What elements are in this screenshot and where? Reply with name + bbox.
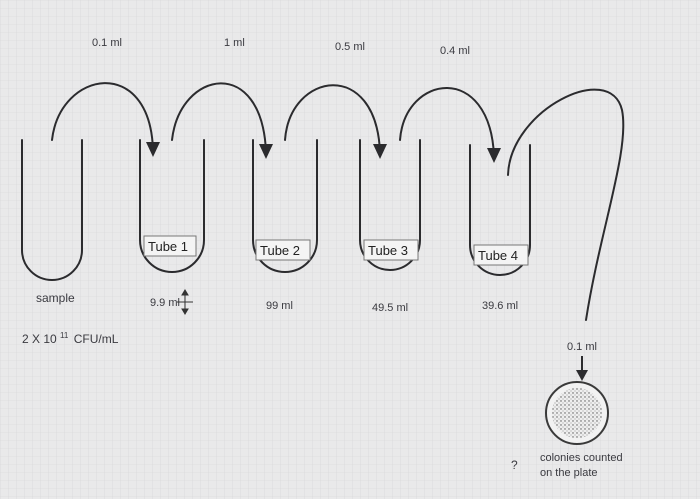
plate-transfer-label: 0.1 ml	[567, 341, 597, 353]
transfer-arc-1	[51, 82, 154, 151]
tube-1-label-box	[143, 235, 197, 257]
tube-1-label: Tube 1	[148, 239, 188, 254]
arrowhead-tube4	[487, 148, 501, 163]
transfer-label-3: 0.5 ml	[335, 41, 365, 53]
tube-4-volume: 39.6 ml	[482, 300, 518, 312]
tube-2-label-box	[255, 239, 311, 261]
colonies	[552, 388, 602, 438]
tube-2	[252, 139, 318, 273]
transfer-label-1: 0.1 ml	[92, 37, 122, 49]
initial-concentration: 2 X 10 11 CFU/mL	[22, 327, 119, 346]
arrowhead-tube3	[373, 144, 387, 159]
transfer-arc-2	[171, 82, 267, 153]
arrowhead-tube1	[146, 142, 160, 157]
tube-4-label: Tube 4	[478, 248, 518, 263]
transfer-label-4: 0.4 ml	[440, 45, 470, 57]
tube-3-volume: 49.5 ml	[372, 302, 408, 314]
tube-sample	[21, 139, 83, 281]
plate-caption-line2: on the plate	[540, 467, 598, 479]
tube-1-volume: 9.9 ml	[150, 297, 180, 309]
tube-2-label: Tube 2	[260, 243, 300, 258]
plate-arrowhead	[576, 370, 588, 381]
transfer-label-2: 1 ml	[224, 37, 245, 49]
transfer-arc-3	[284, 84, 381, 153]
cursor-icon	[177, 289, 193, 315]
tube-4-label-box	[473, 244, 529, 266]
tube-2-volume: 99 ml	[266, 300, 293, 312]
plate-caption-line1: colonies counted	[540, 452, 623, 464]
tube-3-label-box	[363, 239, 419, 261]
tube-1	[139, 139, 205, 273]
arrowhead-tube2	[259, 144, 273, 159]
tube-3-label: Tube 3	[368, 243, 408, 258]
transfer-arc-4	[399, 87, 495, 157]
transfer-line-plate	[507, 88, 625, 321]
sample-label: sample	[36, 291, 75, 305]
question-mark: ?	[511, 458, 518, 472]
